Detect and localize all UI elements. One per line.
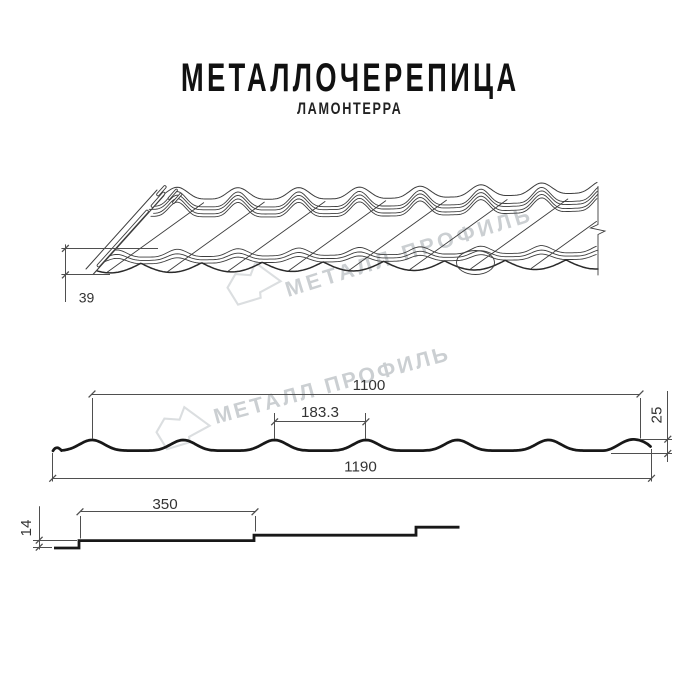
svg-text:25: 25 <box>649 407 666 424</box>
svg-text:183.3: 183.3 <box>301 404 339 421</box>
svg-text:350: 350 <box>152 496 177 513</box>
svg-text:39: 39 <box>79 290 95 306</box>
svg-text:1100: 1100 <box>353 377 386 394</box>
svg-text:14: 14 <box>18 520 35 537</box>
svg-text:1190: 1190 <box>344 459 377 476</box>
